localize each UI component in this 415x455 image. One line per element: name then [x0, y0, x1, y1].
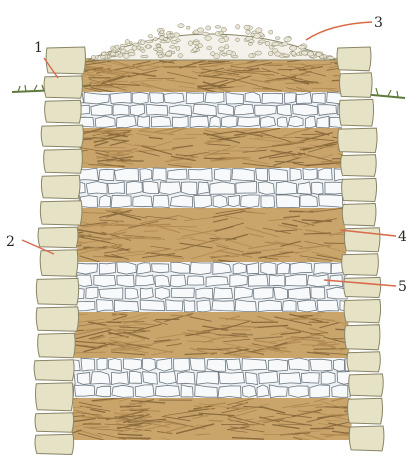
leader-3 — [306, 22, 372, 40]
wall-stone — [34, 360, 74, 381]
wall-stone — [35, 383, 73, 411]
wall-stone — [337, 47, 371, 71]
wall-stone — [338, 128, 377, 153]
label-4: 4 — [398, 229, 407, 245]
wall-stone — [40, 250, 78, 277]
wall-stone — [339, 99, 373, 126]
brush-layer — [60, 207, 388, 266]
stone-layer — [52, 168, 370, 208]
wall-stone — [35, 434, 74, 454]
wall-stone — [345, 325, 380, 350]
stone-layer — [55, 92, 374, 128]
label-2: 2 — [6, 234, 15, 250]
wall-stone — [340, 73, 373, 98]
wall-stone — [41, 125, 83, 147]
wall-stone — [344, 277, 381, 297]
wall-stone — [342, 204, 376, 226]
stone-layer — [52, 262, 373, 312]
brush-layer — [60, 391, 394, 443]
wall-stone — [38, 227, 78, 248]
stone-layer — [55, 358, 373, 398]
wall-stone — [348, 398, 383, 424]
label-5: 5 — [398, 279, 407, 295]
cap-mound — [88, 24, 336, 60]
wall-stone — [349, 374, 384, 396]
wall-stone — [40, 201, 82, 225]
wall-stone — [341, 155, 377, 177]
wall-stone — [38, 333, 76, 358]
wall-stone — [344, 300, 381, 323]
label-3: 3 — [374, 15, 383, 31]
wall-stone — [45, 100, 82, 123]
label-1: 1 — [34, 40, 43, 56]
wall-stone — [35, 413, 74, 433]
wall-stone — [347, 352, 380, 372]
wall-stone — [342, 178, 377, 201]
wall-stone — [36, 307, 78, 331]
wall-stone — [41, 175, 80, 199]
wall-stone — [44, 76, 82, 98]
wall-stone — [44, 149, 83, 173]
wall-stone — [349, 426, 384, 451]
wall-stone — [36, 278, 78, 305]
wall-stone — [342, 254, 379, 276]
